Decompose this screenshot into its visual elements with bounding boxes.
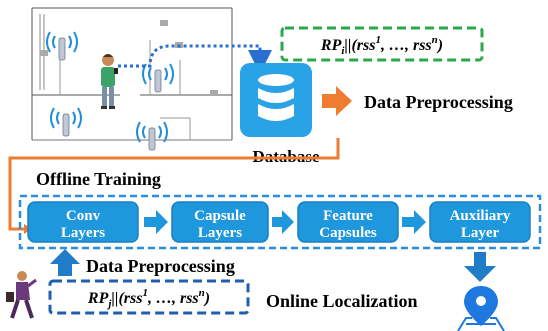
pipeline-block-conv-layers: Conv Layers	[27, 201, 139, 243]
svg-text:RPi||(rss1, …, rssn): RPi||(rss1, …, rssn)	[320, 34, 443, 57]
database-icon	[240, 63, 312, 137]
offline-training-label: Offline Training	[36, 169, 161, 189]
svg-text:Conv: Conv	[66, 208, 101, 224]
wifi-access-point-icon	[136, 121, 168, 151]
collection-dotted-arrow	[118, 44, 272, 74]
wifi-access-point-icon	[46, 31, 78, 61]
wifi-access-point-icon	[50, 107, 82, 137]
pipeline-container	[18, 194, 542, 250]
orange-right-arrow	[322, 86, 352, 116]
svg-text:Layers: Layers	[198, 225, 242, 241]
online-localization-label: Online Localization	[266, 291, 418, 311]
floor-plan	[31, 7, 233, 141]
training-fingerprint-formula: RPi||(rss1, …, rssn)	[280, 26, 484, 62]
pipeline-block-auxiliary-layer: Auxiliary Layer	[429, 201, 531, 243]
orange-connector-line	[8, 138, 340, 231]
svg-text:Feature: Feature	[323, 208, 373, 224]
wifi-access-point-icon	[142, 63, 174, 93]
data-preprocessing-top-label: Data Preprocessing	[364, 92, 513, 112]
test-fingerprint-formula: RPj||(rss1, …, rssn)	[48, 279, 250, 315]
test-data-up-arrow-shape	[50, 249, 80, 276]
pipeline-arrow-2	[272, 210, 294, 234]
pipeline-block-capsule-layers: Capsule Layers	[171, 201, 269, 243]
person-with-phone-icon	[101, 54, 118, 109]
data-preprocessing-bottom-label: Data Preprocessing	[86, 256, 235, 276]
svg-text:Capsules: Capsules	[319, 225, 377, 241]
walking-person-icon	[6, 271, 37, 319]
pipeline-arrow-3	[402, 210, 426, 234]
map-pin-icon	[457, 286, 505, 331]
svg-text:Layers: Layers	[61, 225, 105, 241]
svg-text:RPj||(rss1, …, rssn): RPj||(rss1, …, rssn)	[87, 287, 210, 310]
pipeline-arrow-1	[144, 210, 168, 234]
pipeline-block-feature-capsules: Feature Capsules	[297, 201, 399, 243]
svg-text:Capsule: Capsule	[194, 208, 246, 224]
svg-text:Layer: Layer	[461, 225, 500, 241]
output-down-arrow	[464, 252, 496, 282]
svg-text:Auxiliary: Auxiliary	[450, 208, 511, 224]
